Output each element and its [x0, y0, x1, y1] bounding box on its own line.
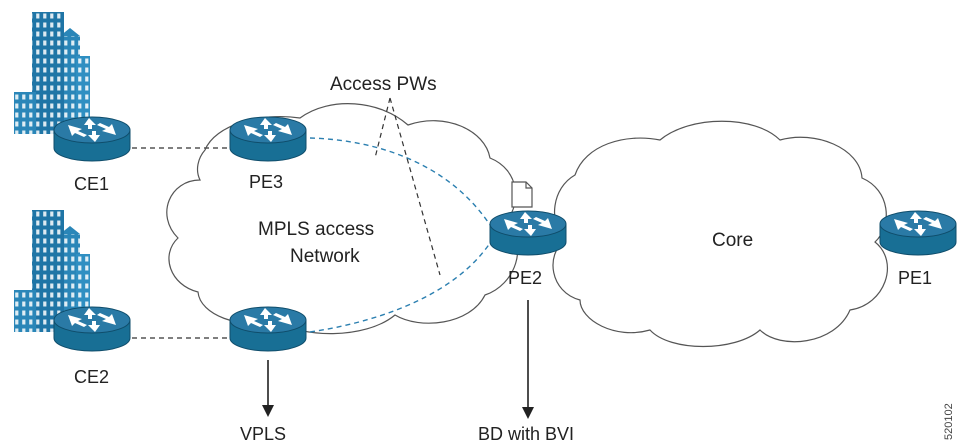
access-pw-upper [309, 137, 491, 226]
ce1-router-icon[interactable] [53, 116, 131, 162]
bvi-arrowhead [522, 407, 534, 419]
bd-with-bvi-label: BD with BVI [478, 424, 574, 443]
pe1-router-icon[interactable] [879, 210, 957, 256]
pe3-router-icon[interactable] [229, 116, 307, 162]
ce2-label: CE2 [74, 367, 109, 387]
mpls-access-cloud [166, 103, 519, 335]
pe3-label: PE3 [249, 172, 283, 192]
access-pws-label: Access PWs [330, 74, 437, 95]
access-pws-pointer-1 [374, 97, 391, 159]
pe2-router-icon[interactable] [489, 210, 567, 256]
figure-id: 520102 [943, 403, 955, 440]
mpls-access-label-line2: Network [290, 246, 360, 267]
pe2-label: PE2 [508, 268, 542, 288]
ce1-label: CE1 [74, 174, 109, 194]
ce1-building-icon [14, 12, 90, 134]
pe1-label: PE1 [898, 268, 932, 288]
document-icon [511, 181, 533, 208]
vpls-arrowhead [262, 405, 274, 417]
core-cloud [552, 120, 888, 348]
ce2-router-icon[interactable] [53, 306, 131, 352]
vpls-label: VPLS [240, 424, 286, 443]
core-label: Core [712, 230, 753, 251]
mpls-access-label-line1: MPLS access [258, 219, 374, 240]
access-pws-pointer-2 [389, 97, 441, 276]
access-pw-lower [309, 239, 493, 333]
pe3-lower-router-icon[interactable] [229, 306, 307, 352]
